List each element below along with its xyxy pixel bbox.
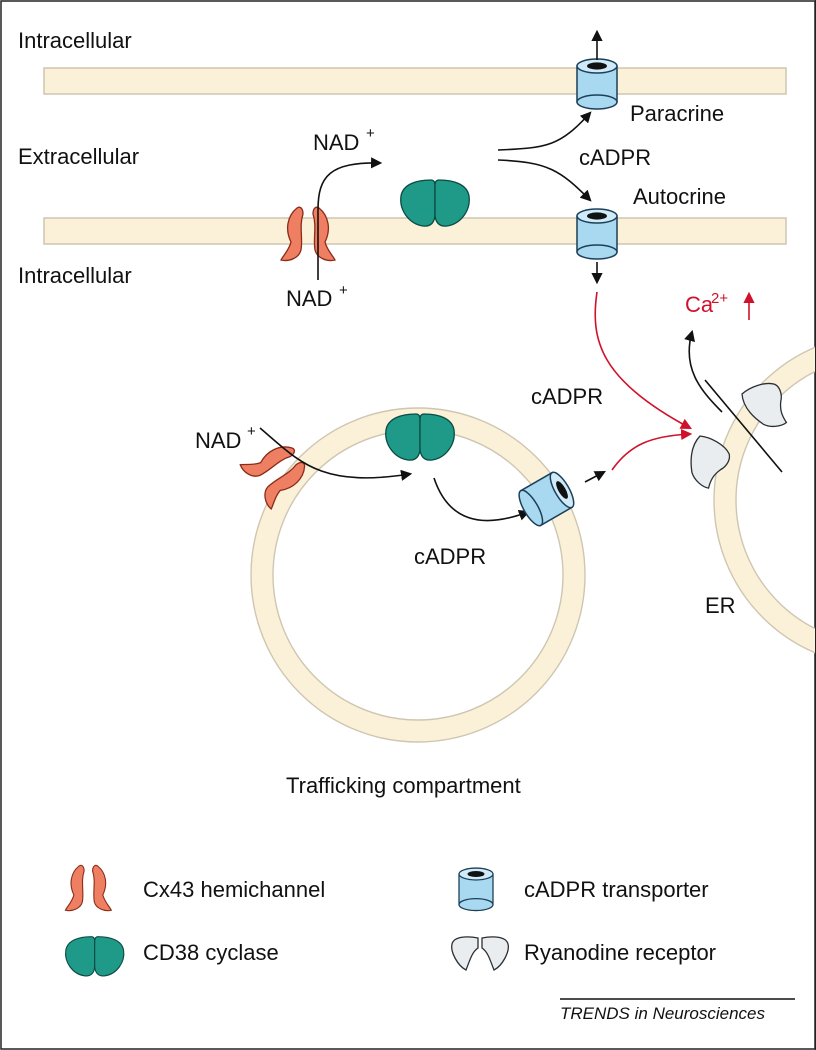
autocrine-arrow xyxy=(497,159,592,202)
nad-vesicle-arrow xyxy=(259,427,413,481)
ryanodine-receptor-icon xyxy=(451,936,509,971)
svg-text:2+: 2+ xyxy=(711,290,728,307)
cadpr-to-ryr-arrow xyxy=(594,291,692,430)
nad-bottom-label: NAD xyxy=(286,286,332,311)
nad-vesicle-label: NAD xyxy=(195,428,241,453)
legend-label-transporter: cADPR transporter xyxy=(524,877,709,902)
legend-label-cd38: CD38 cyclase xyxy=(143,940,279,965)
svg-text:+: + xyxy=(247,423,256,440)
vesicle-cadpr-to-ryr-arrow xyxy=(611,428,693,471)
calcium-label: Ca xyxy=(685,292,714,317)
cadpr-vesicle-arrow xyxy=(433,477,531,522)
legend-label-cx43: Cx43 hemichannel xyxy=(143,877,325,902)
upper-membrane xyxy=(43,67,787,95)
cx43-hemichannel-icon xyxy=(64,864,112,912)
calcium-release-arrow xyxy=(684,329,723,413)
intracellular-top-label: Intracellular xyxy=(18,28,132,53)
source-credit: TRENDS in Neurosciences xyxy=(560,1004,766,1023)
cd38-cyclase-icon xyxy=(65,936,125,977)
endoplasmic-reticulum xyxy=(713,346,816,654)
legend-label-ryr: Ryanodine receptor xyxy=(524,940,716,965)
cadpr-transporter-lower xyxy=(576,208,618,260)
extracellular-label: Extracellular xyxy=(18,144,139,169)
autocrine-label: Autocrine xyxy=(633,184,726,209)
legend: Cx43 hemichannel cADPR transporter CD38 … xyxy=(64,864,716,977)
ryanodine-receptor-er xyxy=(678,378,793,492)
nad-top-label: NAD xyxy=(313,130,359,155)
intracellular-bottom-label: Intracellular xyxy=(18,263,132,288)
trafficking-compartment-label: Trafficking compartment xyxy=(286,773,521,798)
svg-text:+: + xyxy=(366,125,375,142)
svg-text:+: + xyxy=(339,282,348,299)
cadpr-membrane-label: cADPR xyxy=(579,145,651,170)
nad-influx-arrow xyxy=(317,157,383,280)
cadpr-transporter-icon xyxy=(458,867,494,912)
paracrine-arrow xyxy=(497,111,592,151)
paracrine-label: Paracrine xyxy=(630,101,724,126)
er-label: ER xyxy=(705,593,736,618)
cadpr-cytosol-label: cADPR xyxy=(531,384,603,409)
cadpr-vesicle-label: cADPR xyxy=(414,544,486,569)
cadpr-transporter-upper xyxy=(576,58,618,110)
cd38-cyclase-vesicle xyxy=(385,413,455,461)
